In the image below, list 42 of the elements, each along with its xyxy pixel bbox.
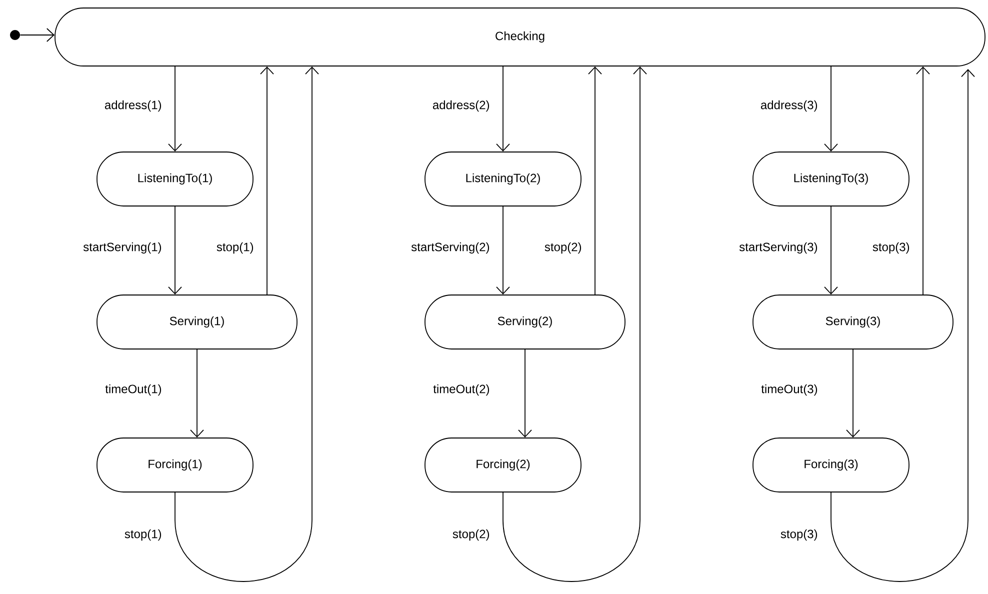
edge-label: timeOut(2) bbox=[432, 383, 491, 397]
arrow bbox=[824, 206, 838, 295]
arrow bbox=[190, 349, 204, 438]
edge-label: stop(3) bbox=[871, 241, 911, 255]
edge-label: address(2) bbox=[431, 99, 491, 113]
arrow bbox=[168, 66, 182, 152]
edge-label: address(1) bbox=[103, 99, 163, 113]
arrow bbox=[824, 66, 838, 152]
arrow bbox=[830, 69, 975, 582]
arrow bbox=[518, 349, 532, 438]
arrow bbox=[20, 28, 55, 42]
edge-label: startServing(3) bbox=[738, 241, 819, 255]
edge-label: address(3) bbox=[759, 99, 819, 113]
state-box: ListeningTo(3) bbox=[752, 152, 910, 206]
edge-label: timeOut(1) bbox=[104, 383, 163, 397]
arrow bbox=[496, 206, 510, 295]
state-box: Checking bbox=[54, 8, 986, 66]
arrow bbox=[916, 66, 930, 295]
arrow bbox=[846, 349, 860, 438]
edge-label: startServing(2) bbox=[410, 241, 491, 255]
state-box: ListeningTo(1) bbox=[96, 152, 254, 206]
arrow bbox=[174, 66, 319, 582]
state-box: Forcing(1) bbox=[96, 438, 254, 492]
state-box: Serving(1) bbox=[96, 294, 298, 350]
state-box: Serving(3) bbox=[752, 294, 954, 350]
edge-label: stop(3) bbox=[779, 528, 819, 542]
arrow bbox=[496, 66, 510, 152]
edge-label: timeOut(3) bbox=[760, 383, 819, 397]
edge-label: startServing(1) bbox=[82, 241, 163, 255]
edge-label: stop(1) bbox=[215, 241, 255, 255]
arrow bbox=[168, 206, 182, 295]
state-box: Forcing(2) bbox=[424, 438, 582, 492]
arrow bbox=[260, 66, 274, 295]
state-box: Forcing(3) bbox=[752, 438, 910, 492]
edge-label: stop(2) bbox=[543, 241, 583, 255]
state-box: ListeningTo(2) bbox=[424, 152, 582, 206]
state-box: Serving(2) bbox=[424, 294, 626, 350]
initial-dot bbox=[10, 30, 20, 40]
arrow bbox=[502, 66, 647, 582]
edge-label: stop(2) bbox=[451, 528, 491, 542]
arrow bbox=[588, 66, 602, 295]
edge-label: stop(1) bbox=[123, 528, 163, 542]
